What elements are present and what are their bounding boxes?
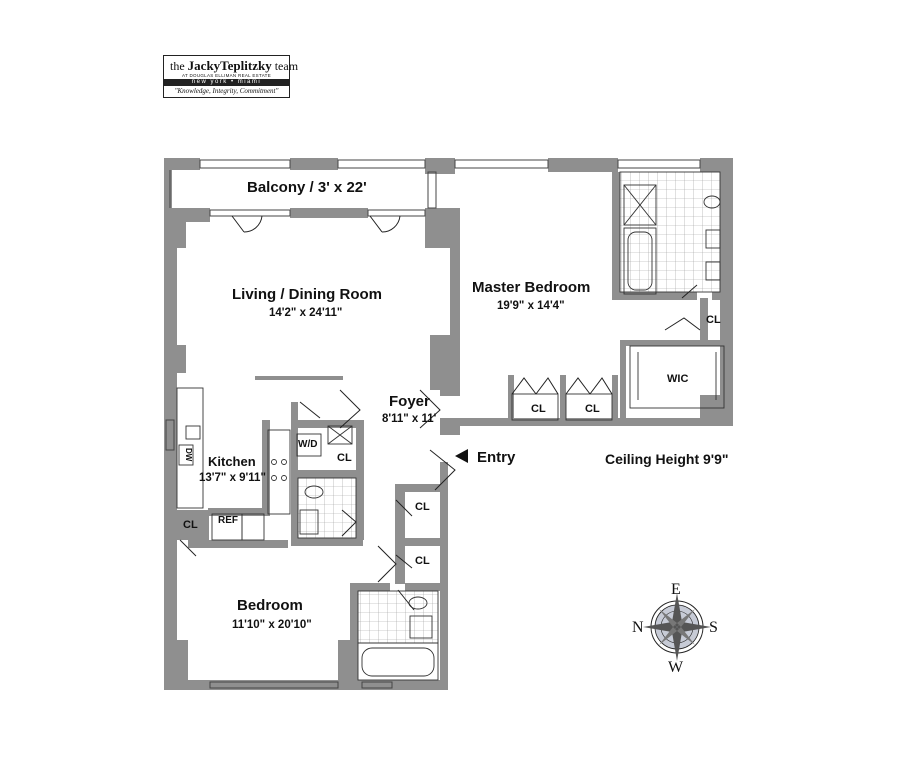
bedroom-name: Bedroom: [237, 597, 303, 614]
ceiling-height-label: Ceiling Height 9'9": [605, 451, 729, 467]
washer-dryer-label: W/D: [298, 439, 318, 450]
logo-team-name: the JackyTeplitzky team: [170, 58, 299, 73]
windows: [165, 159, 701, 689]
master-bedroom-name: Master Bedroom: [472, 279, 591, 296]
outer-walls: [164, 158, 733, 690]
compass-rose-icon: [643, 593, 711, 661]
bedroom-dim: 11'10" x 20'10": [232, 619, 312, 631]
closet-label-master-1: CL: [531, 403, 546, 415]
entry-label: Entry: [477, 449, 516, 466]
living-room-dim: 14'2" x 24'11": [269, 307, 343, 319]
compass-north: N: [632, 619, 644, 636]
master-bedroom-dim: 19'9" x 14'4": [497, 300, 565, 312]
kitchen-name: Kitchen: [208, 454, 256, 469]
closet-label-hall-2: CL: [415, 555, 430, 567]
closet-label-bedroom: CL: [183, 519, 198, 531]
foyer-name: Foyer: [389, 393, 430, 410]
logo-subtitle: AT DOUGLAS ELLIMAN REAL ESTATE: [181, 73, 272, 78]
fixtures: [176, 171, 725, 681]
foyer-dim: 8'11" x 11': [382, 413, 437, 425]
balcony-label: Balcony / 3' x 22': [247, 179, 367, 196]
kitchen-dim: 13'7" x 9'11": [199, 472, 266, 484]
closet-label-master-east: CL: [706, 314, 721, 326]
closet-label-hall-1: CL: [415, 501, 430, 513]
wic-label: WIC: [667, 373, 689, 385]
compass-south: S: [709, 619, 718, 636]
dishwasher-label: DW: [184, 448, 193, 462]
living-room-name: Living / Dining Room: [232, 286, 382, 303]
refrigerator-label: REF: [218, 515, 238, 526]
closet-label-master-2: CL: [585, 403, 600, 415]
logo-tagline: "Knowledge, Integrity, Commitment": [174, 87, 279, 95]
doors: [179, 215, 701, 611]
entry-arrow-icon: [455, 449, 468, 463]
interior-walls: [188, 172, 728, 683]
brand-logo: the JackyTeplitzky team AT DOUGLAS ELLIM…: [163, 55, 298, 98]
compass-west: W: [668, 659, 684, 676]
closet-label-kitchen: CL: [337, 452, 352, 464]
compass-east: E: [671, 581, 681, 598]
logo-city-bar: new york • miami: [164, 79, 289, 86]
